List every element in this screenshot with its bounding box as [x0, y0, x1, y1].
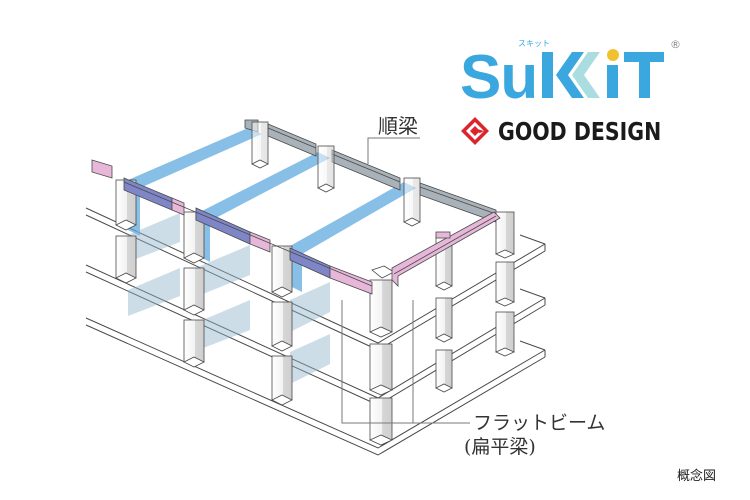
- logo-k-mark: [542, 52, 600, 98]
- label-flat-beam: フラットビーム (扁平梁): [464, 411, 606, 459]
- back-columns: [251, 121, 515, 357]
- logo-ruby: スキット: [518, 39, 550, 48]
- good-design-g-icon: [461, 117, 489, 145]
- flatbeam-leader: [341, 300, 470, 424]
- slab-level-3: [85, 317, 546, 456]
- registered-mark: ®: [670, 38, 681, 51]
- junbari-leader: [367, 137, 420, 164]
- lower-span-shadows: [128, 213, 330, 384]
- flat-beams: [91, 159, 501, 295]
- sukkit-logo: Su スキット ®: [460, 38, 681, 106]
- logo-i-dot: [607, 49, 619, 61]
- label-standard-beam: 順梁: [378, 114, 418, 138]
- good-design-award: GOOD DESIGN: [460, 113, 697, 149]
- concept-note: 概念図: [677, 469, 717, 484]
- label-flat-beam-line2: (扁平梁): [464, 436, 536, 458]
- flat-beam-spans: [128, 128, 416, 292]
- front-columns: [115, 179, 453, 446]
- label-flat-beam-line1: フラットビーム: [473, 412, 606, 434]
- leader-lines: [341, 137, 470, 424]
- good-design-text: GOOD DESIGN: [498, 116, 662, 146]
- logo-s-u: Su: [460, 43, 537, 106]
- standard-beams: [244, 119, 497, 223]
- columns: [115, 121, 515, 446]
